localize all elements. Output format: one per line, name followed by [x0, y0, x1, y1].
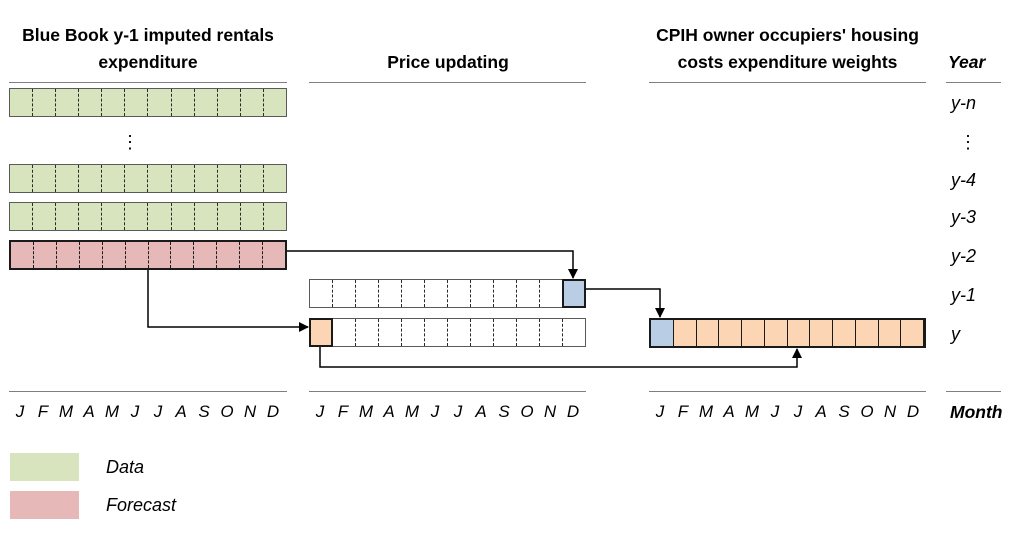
month-label: S: [498, 402, 510, 421]
cpih-heading: CPIH owner occupiers' housing costs expe…: [645, 22, 930, 76]
month-label: J: [793, 402, 803, 421]
month-label: S: [198, 402, 210, 421]
month-label: D: [566, 402, 580, 421]
year-label-y-2: y-2: [951, 246, 977, 266]
arrow-y-1-december-to-cpih-january: [586, 288, 665, 318]
bar-price-updating-y: [309, 318, 586, 347]
price-updating-heading: Price updating: [387, 52, 509, 72]
month-label: D: [266, 402, 280, 421]
month-label: J: [315, 402, 325, 421]
month-rule-price-updating: [309, 391, 586, 392]
month-label: F: [37, 402, 49, 421]
month-label: M: [358, 402, 374, 421]
month-label: O: [860, 402, 874, 421]
month-label: F: [337, 402, 349, 421]
month-label: N: [543, 402, 557, 421]
arrow-y-january-to-cpih: [319, 347, 802, 368]
legend-swatch-forecast: [10, 491, 79, 519]
bar-y-3-data: [9, 202, 287, 231]
blue-book-heading-line1: Blue Book y-1 imputed rentals: [22, 25, 274, 45]
month-rule-year: [946, 391, 1001, 392]
heading-rule-blue-book: [9, 82, 287, 83]
year-label-y-n: y-n: [951, 93, 977, 113]
month-label: A: [475, 402, 487, 421]
bar-cpih-y: [649, 318, 926, 348]
year-label-y-4: y-4: [951, 170, 977, 190]
month-rule-cpih: [649, 391, 926, 392]
cpih-heading-line1: CPIH owner occupiers' housing: [656, 25, 919, 45]
heading-rule-year: [946, 82, 1001, 83]
month-label: N: [883, 402, 897, 421]
blue-book-heading-line2: expenditure: [98, 52, 198, 72]
month-label: A: [383, 402, 395, 421]
heading-rule-cpih: [649, 82, 926, 83]
month-label: M: [104, 402, 120, 421]
month-label: F: [677, 402, 689, 421]
month-label: J: [153, 402, 163, 421]
blue-book-heading: Blue Book y-1 imputed rentals expenditur…: [8, 22, 288, 76]
month-label: J: [130, 402, 140, 421]
bar-y-2-forecast: [9, 240, 287, 270]
month-label: A: [723, 402, 735, 421]
legend-label-forecast: Forecast: [106, 495, 177, 515]
month-label: J: [430, 402, 440, 421]
cell-y-1-december: [562, 279, 586, 308]
month-label: J: [15, 402, 25, 421]
month-label: D: [906, 402, 920, 421]
month-label: J: [453, 402, 463, 421]
year-label-y-3: y-3: [951, 207, 977, 227]
month-label: A: [175, 402, 187, 421]
month-label: A: [815, 402, 827, 421]
year-label-y: y: [951, 324, 960, 344]
month-label: J: [655, 402, 665, 421]
year-label-y-1: y-1: [951, 285, 977, 305]
bar-y-n-data: [9, 88, 287, 117]
month-rule-blue-book: [9, 391, 287, 392]
cpih-heading-line2: costs expenditure weights: [677, 52, 898, 72]
month-label: M: [404, 402, 420, 421]
arrow-y-2-to-y-1-december: [287, 250, 578, 279]
cell-y-january: [309, 318, 333, 347]
month-label: A: [83, 402, 95, 421]
month-heading: Month: [950, 402, 1003, 422]
heading-rule-price-updating: [309, 82, 586, 83]
month-label: M: [58, 402, 74, 421]
bar-y-4-data: [9, 164, 287, 193]
month-label: O: [220, 402, 234, 421]
month-label: M: [744, 402, 760, 421]
legend-swatch-data: [10, 453, 79, 481]
year-heading: Year: [948, 52, 986, 72]
month-label: O: [520, 402, 534, 421]
arrow-y-2-to-y-january: [147, 270, 309, 332]
month-label: S: [838, 402, 850, 421]
month-label: J: [770, 402, 780, 421]
month-label: N: [243, 402, 257, 421]
month-label: M: [698, 402, 714, 421]
legend-label-data: Data: [106, 457, 145, 477]
